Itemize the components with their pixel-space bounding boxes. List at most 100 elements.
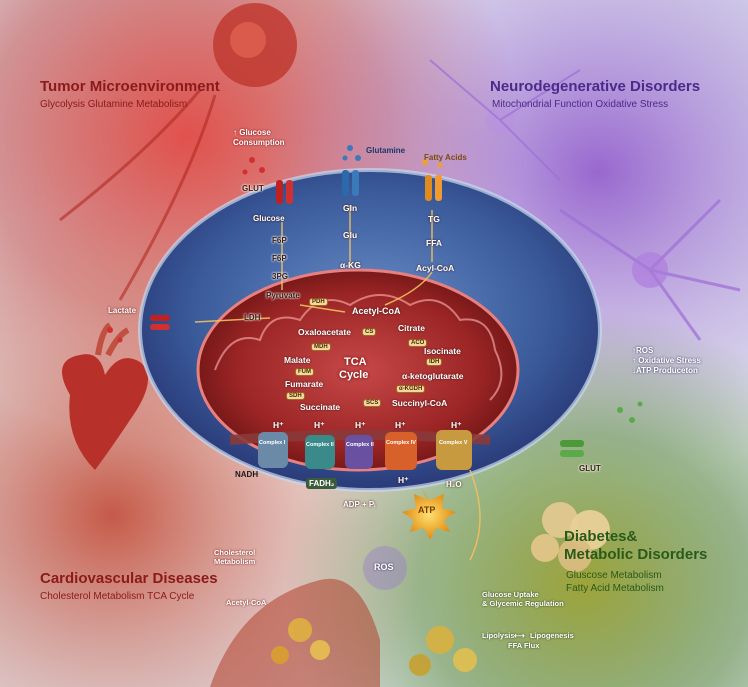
- adipocyte-cluster-icon: [409, 502, 610, 676]
- akg-cycle-label: α-ketoglutarate: [402, 371, 464, 381]
- tumor-subtitle: Glycolysis Glutamine Metabolism: [40, 99, 188, 110]
- citrate-label: Citrate: [398, 323, 425, 333]
- h-plus-5: H⁺: [451, 420, 462, 430]
- acetyl-coa-bottom-label: Acetyl-CoA: [226, 598, 267, 607]
- neuro-title: Neurodegenerative Disorders: [490, 78, 701, 95]
- complex-v-label: Complex V: [439, 440, 468, 446]
- complex-iii-label: Complex II: [346, 442, 374, 448]
- diabetes-subtitle-line1: Gluscose Metabolism: [566, 570, 662, 581]
- ffa-flux-label: FFA Flux: [508, 641, 540, 650]
- atp-burst-icon: [402, 490, 456, 540]
- glucose-consumption-line1: ↑ Glucose: [233, 128, 271, 137]
- complex-ii-icon: [305, 435, 335, 469]
- ffa-label: FFA: [426, 238, 443, 248]
- complex-iv-icon: [385, 432, 417, 470]
- tca-cycle-title-line1: TCA: [344, 356, 367, 368]
- fumarate-label: Fumarate: [285, 379, 324, 389]
- glutamine-transporter: [342, 170, 359, 196]
- diabetes-subtitle-line2: Fatty Acid Metabolism: [566, 583, 664, 594]
- acyl-coa-label: Acyl-CoA: [416, 263, 455, 273]
- diabetes-title-line1: Diabetes&: [564, 528, 638, 545]
- akg-top-label: α-KG: [340, 260, 361, 270]
- tg-label: TG: [428, 214, 440, 224]
- glucose-uptake-line1: Glucose Uptake: [482, 590, 539, 599]
- ldh-label: LDH: [244, 313, 261, 322]
- gln-label: Gln: [343, 203, 358, 213]
- ros-up-label: ↑ROS: [632, 346, 654, 355]
- atp-label: ATP: [418, 505, 436, 515]
- glut-left-label: GLUT: [242, 184, 264, 193]
- glucose-label: Glucose: [253, 214, 285, 223]
- cs-enzyme: CS: [362, 328, 377, 336]
- mdh-enzyme: MDH: [311, 343, 331, 351]
- kgdh-enzyme: α-KGDH: [396, 385, 426, 393]
- succinate-label: Succinate: [300, 402, 341, 412]
- glutamine-label: Glutamine: [366, 146, 406, 155]
- glut-left-transporter: [276, 180, 293, 204]
- cholesterol-line1: Cholesterol: [214, 548, 256, 557]
- complex-ii-label: Complex II: [306, 442, 334, 448]
- glut-right-transporter: [560, 440, 584, 457]
- fatty-acids-label: Fatty Acids: [424, 153, 467, 162]
- cell-membrane: [138, 168, 602, 492]
- h-plus-2: H⁺: [314, 420, 325, 430]
- complex-iv-label: Complex IV: [386, 440, 416, 446]
- molecule-dots: [107, 145, 643, 423]
- pyruvate-label: Pyruvate: [266, 291, 300, 300]
- cardio-subtitle: Cholesterol Metabolism TCA Cycle: [40, 591, 195, 602]
- oxaloacetate-label: Oxaloacetate: [298, 327, 351, 337]
- glucose-consumption-line2: Consumption: [233, 138, 285, 147]
- lactate-transporter: [150, 315, 170, 330]
- glu-label: Glu: [343, 230, 358, 240]
- scs-enzyme: SCS: [363, 399, 382, 407]
- tumor-title: Tumor Microenvironment: [40, 78, 220, 95]
- pdh-enzyme: PDH: [309, 298, 328, 306]
- 3pg-label: 3PG: [272, 272, 289, 281]
- h-plus-3: H⁺: [355, 420, 366, 430]
- complex-v-icon: [436, 430, 472, 470]
- h-plus-4: H⁺: [395, 420, 406, 430]
- fum-enzyme: FUM: [295, 368, 314, 376]
- nadh-label: NADH: [235, 470, 259, 479]
- h-plus-lower: H⁺: [398, 475, 409, 485]
- idh-enzyme: IDH: [426, 358, 443, 366]
- pathway-arrows: [194, 205, 481, 561]
- diabetes-title-line2: Metabolic Disorders: [564, 546, 708, 563]
- blood-vessel-icon: [210, 578, 380, 687]
- ros-bottom-label: ROS: [374, 562, 394, 572]
- cristae: [214, 294, 503, 401]
- lactate-label: Lactate: [108, 306, 137, 315]
- complex-iii-icon: [345, 435, 373, 469]
- ros-cloud: [363, 546, 407, 590]
- lipolysis-label: Lipolysis: [482, 631, 515, 640]
- adp-label: ADP + Pᵢ: [343, 500, 376, 509]
- isocitrate-label: Isocinate: [424, 346, 461, 356]
- glut-right-label: GLUT: [579, 464, 601, 473]
- atp-production-label: ↓ATP Produceton: [632, 366, 698, 375]
- succinyl-coa-label: Succinyl-CoA: [392, 398, 448, 408]
- cardio-title: Cardiovascular Diseases: [40, 570, 218, 587]
- neuron-icon: [429, 59, 741, 341]
- sdh-enzyme: SDH: [286, 392, 305, 400]
- complex-i-label: Complex I: [259, 440, 286, 446]
- neuro-subtitle: Mitochondrial Function Oxidative Stress: [492, 99, 669, 110]
- fatty-acid-transporter: [425, 175, 442, 201]
- mitochondrion: [198, 270, 518, 470]
- f6p-label-1: F6P: [272, 236, 287, 245]
- malate-label: Malate: [284, 355, 311, 365]
- mitochondrion-outer-membrane: [196, 268, 520, 472]
- aco-enzyme: ACO: [408, 339, 428, 347]
- tca-cycle-title-line2: Cycle: [339, 369, 369, 381]
- oxidative-stress-label: ↑ Oxidative Stress: [632, 356, 701, 365]
- f6p-label-2: F6P: [272, 254, 287, 263]
- h-plus-1: H⁺: [273, 420, 284, 430]
- fadh2-label: FADH₂: [306, 478, 338, 489]
- cholesterol-line2: Metabolism: [214, 557, 256, 566]
- lipogenesis-label: Lipogenesis: [530, 631, 574, 640]
- tumor-cell-icon: [59, 3, 297, 301]
- acetyl-coa-label: Acetyl-CoA: [352, 306, 401, 316]
- lipolysis-arrow: ⟷: [514, 631, 525, 640]
- complex-i-icon: [258, 432, 288, 468]
